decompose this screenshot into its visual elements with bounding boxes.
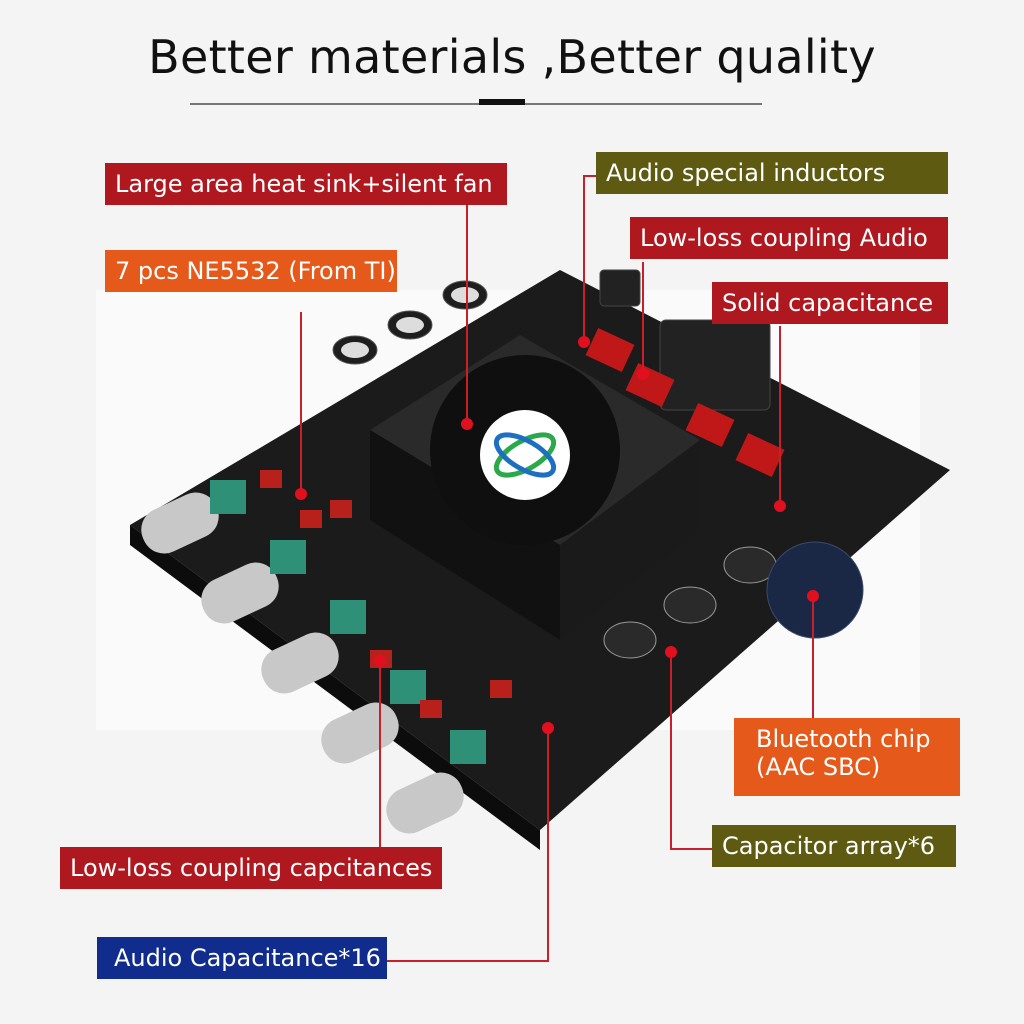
callout-bluetooth-line2: (AAC SBC) bbox=[756, 753, 881, 781]
leader-inductors bbox=[583, 175, 585, 340]
marker-bluetooth bbox=[807, 590, 819, 602]
leader-coupling-audio bbox=[642, 262, 644, 372]
leader-audio-caps bbox=[547, 728, 549, 961]
marker-cap-array bbox=[665, 646, 677, 658]
callout-bluetooth: Bluetooth chip (AAC SBC) bbox=[734, 718, 960, 796]
leader-heatsink bbox=[466, 200, 468, 425]
leader-audio-caps-h bbox=[386, 960, 549, 962]
callout-bluetooth-line1: Bluetooth chip bbox=[756, 725, 931, 753]
marker-inductors bbox=[578, 336, 590, 348]
marker-heatsink bbox=[461, 418, 473, 430]
leader-opamps bbox=[300, 312, 302, 492]
callout-coupling-audio: Low-loss coupling Audio bbox=[630, 217, 948, 259]
callout-heatsink: Large area heat sink+silent fan bbox=[105, 163, 507, 205]
marker-coupling-audio bbox=[637, 368, 649, 380]
callout-inductors: Audio special inductors bbox=[596, 152, 948, 194]
leader-solid-cap bbox=[779, 326, 781, 506]
marker-audio-caps bbox=[542, 722, 554, 734]
leader-cap-array-h bbox=[670, 848, 712, 850]
callout-cap-array: Capacitor array*6 bbox=[712, 825, 956, 867]
page-title: Better materials ,Better quality bbox=[148, 30, 876, 84]
leader-inductors-h bbox=[583, 175, 597, 177]
title-divider bbox=[190, 103, 762, 105]
leader-coupling-caps bbox=[379, 660, 381, 850]
marker-opamps bbox=[295, 488, 307, 500]
callout-opamps: 7 pcs NE5532 (From TI) bbox=[105, 250, 397, 292]
callout-audio-caps: Audio Capacitance*16 bbox=[97, 937, 387, 979]
callout-coupling-caps: Low-loss coupling capcitances bbox=[60, 847, 442, 889]
leader-bluetooth bbox=[812, 595, 814, 720]
marker-solid-cap bbox=[774, 500, 786, 512]
marker-coupling-caps bbox=[374, 655, 386, 667]
title-divider-accent bbox=[479, 99, 525, 105]
leader-cap-array bbox=[670, 650, 672, 850]
callout-solid-cap: Solid capacitance bbox=[712, 282, 948, 324]
